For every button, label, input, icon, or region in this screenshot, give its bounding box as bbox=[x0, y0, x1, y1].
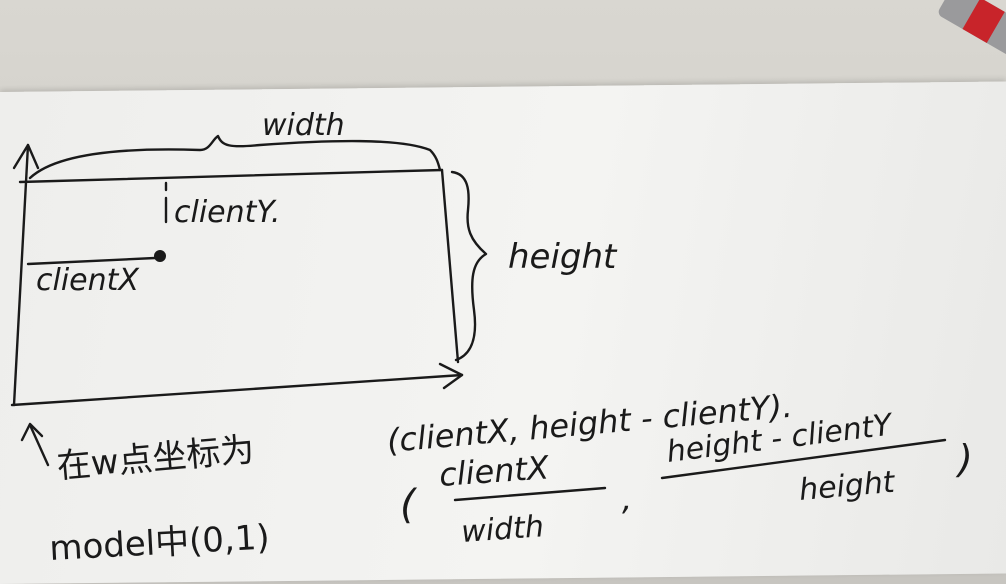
height-label: height bbox=[508, 237, 618, 277]
rect-top-edge bbox=[18, 168, 444, 184]
paren-open: ( bbox=[400, 482, 418, 528]
formula-line2-prefix: model中(0,1) bbox=[48, 518, 270, 569]
y-axis-arrowhead bbox=[12, 143, 40, 170]
formula-separator: , bbox=[622, 480, 632, 518]
y-axis bbox=[12, 143, 30, 407]
x-axis-arrowhead bbox=[438, 362, 464, 390]
origin-arrowhead bbox=[20, 422, 44, 442]
client-y-label: clientY. bbox=[174, 195, 280, 230]
fraction-bar-2 bbox=[660, 438, 947, 480]
height-brace bbox=[450, 170, 488, 362]
width-label: width bbox=[262, 108, 345, 143]
fraction2-denominator: height bbox=[798, 465, 898, 508]
fraction-bar-1 bbox=[453, 486, 607, 502]
x-axis bbox=[10, 373, 464, 407]
fraction1-numerator: clientX bbox=[438, 448, 551, 494]
fraction1-denominator: width bbox=[460, 509, 545, 550]
width-brace bbox=[28, 134, 442, 180]
client-x-label: clientX bbox=[36, 263, 140, 298]
rect-right-edge bbox=[440, 168, 460, 364]
client-x-guide bbox=[26, 256, 157, 266]
paren-close: ) bbox=[955, 437, 973, 481]
origin-arrow bbox=[28, 423, 50, 467]
point-marker bbox=[154, 250, 166, 262]
formula-line1-prefix: 在w点坐标为 bbox=[55, 430, 256, 487]
